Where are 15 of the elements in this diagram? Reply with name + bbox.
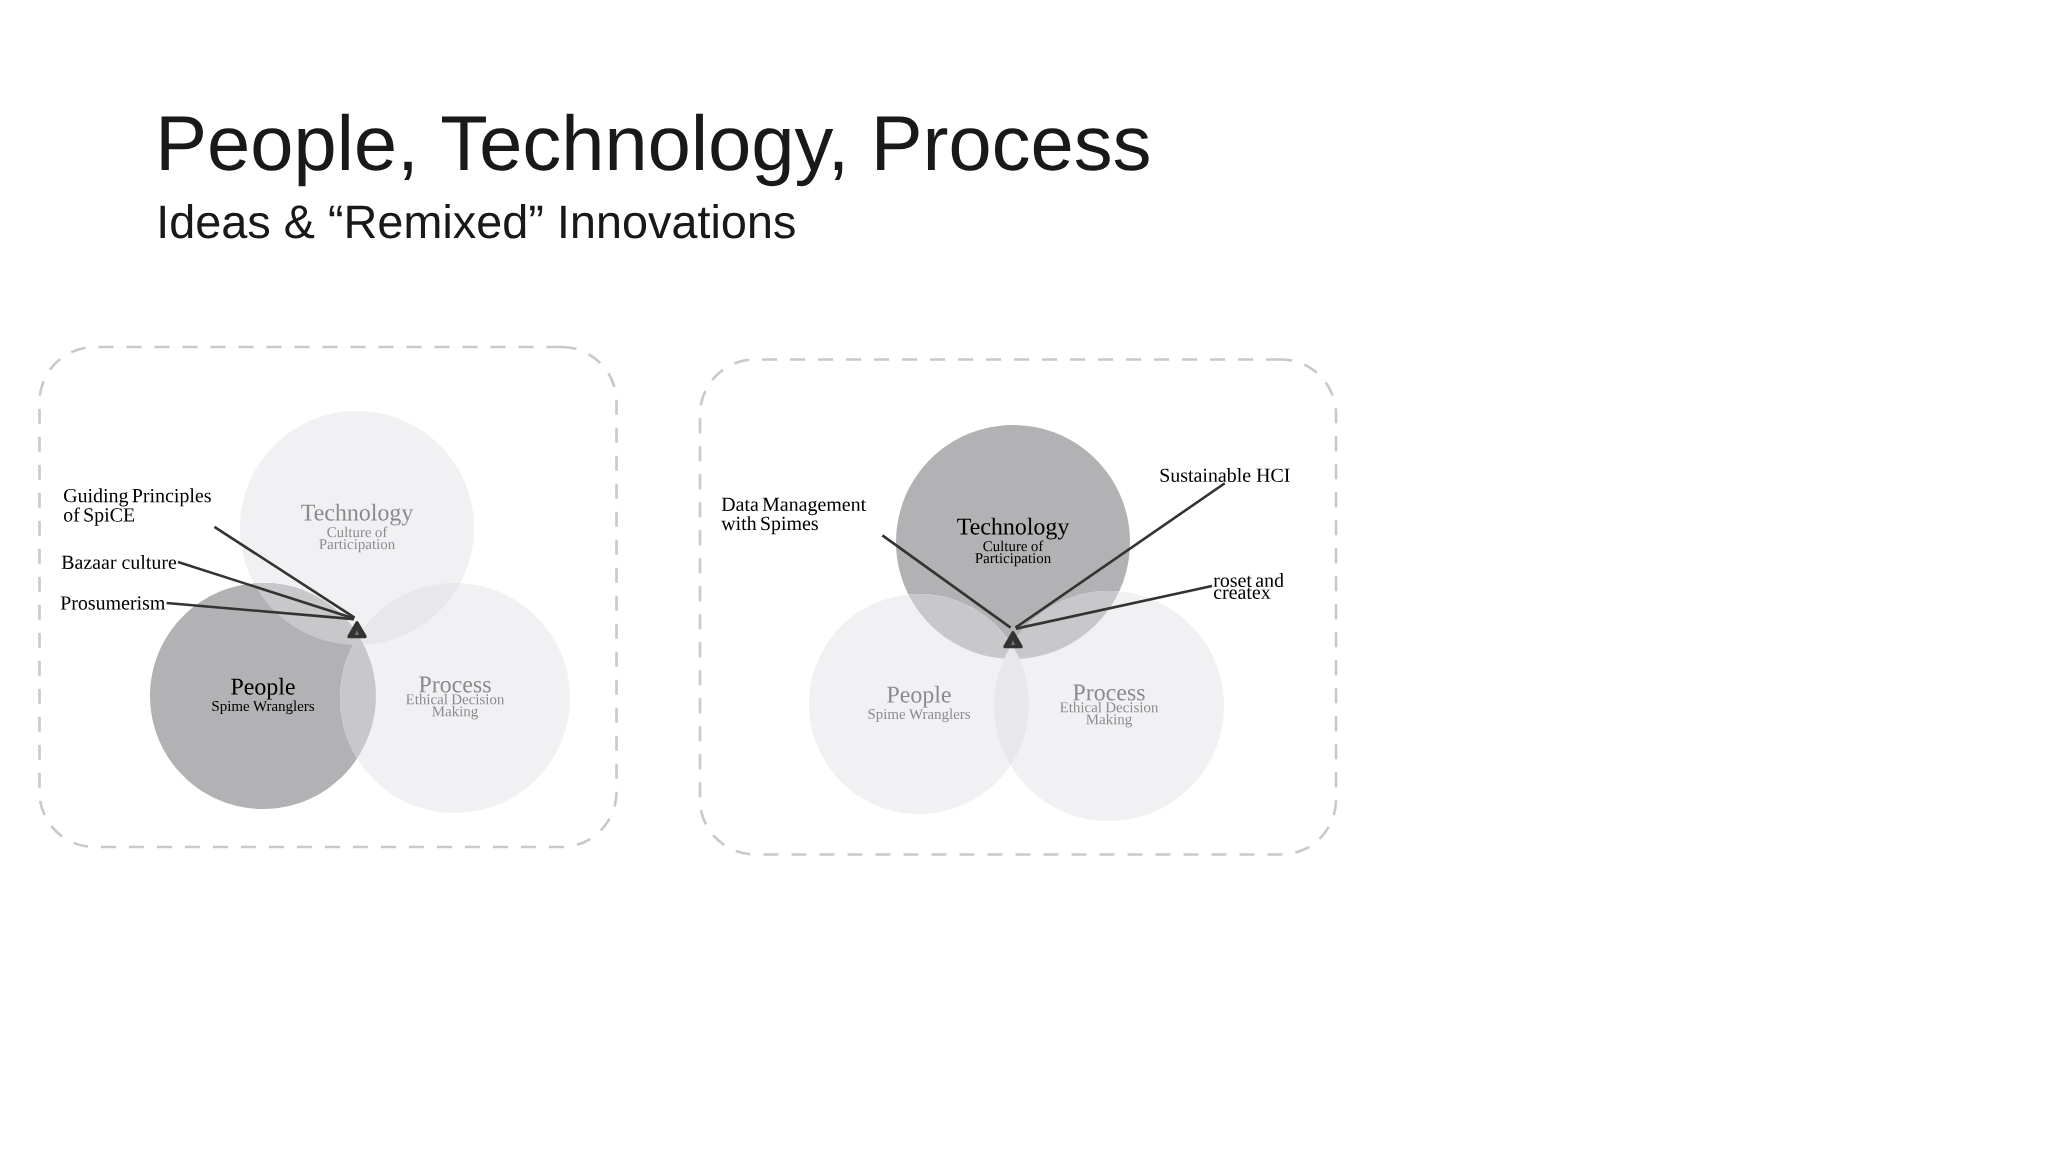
title: People, Technology, Process	[161, 113, 1149, 187]
leader-line	[213, 525, 356, 619]
leader-line	[177, 560, 355, 620]
dashed-panel	[38, 345, 618, 849]
leader-label: Sustainable HCI	[1160, 468, 1290, 482]
subtitle: Ideas & “Remixed” Innovations	[160, 204, 795, 239]
leader-line	[1014, 482, 1226, 629]
dashed-panel	[698, 358, 1338, 856]
leader-line	[166, 601, 355, 621]
triangle-marker	[347, 621, 367, 639]
triangle-marker	[1003, 631, 1023, 649]
leader-label: Bazaar culture	[61, 555, 177, 569]
leader-label: Guiding Principles of SpiCE	[63, 488, 211, 526]
leader-line	[1015, 584, 1213, 630]
leader-label: Data Management with Spimes	[721, 497, 867, 535]
